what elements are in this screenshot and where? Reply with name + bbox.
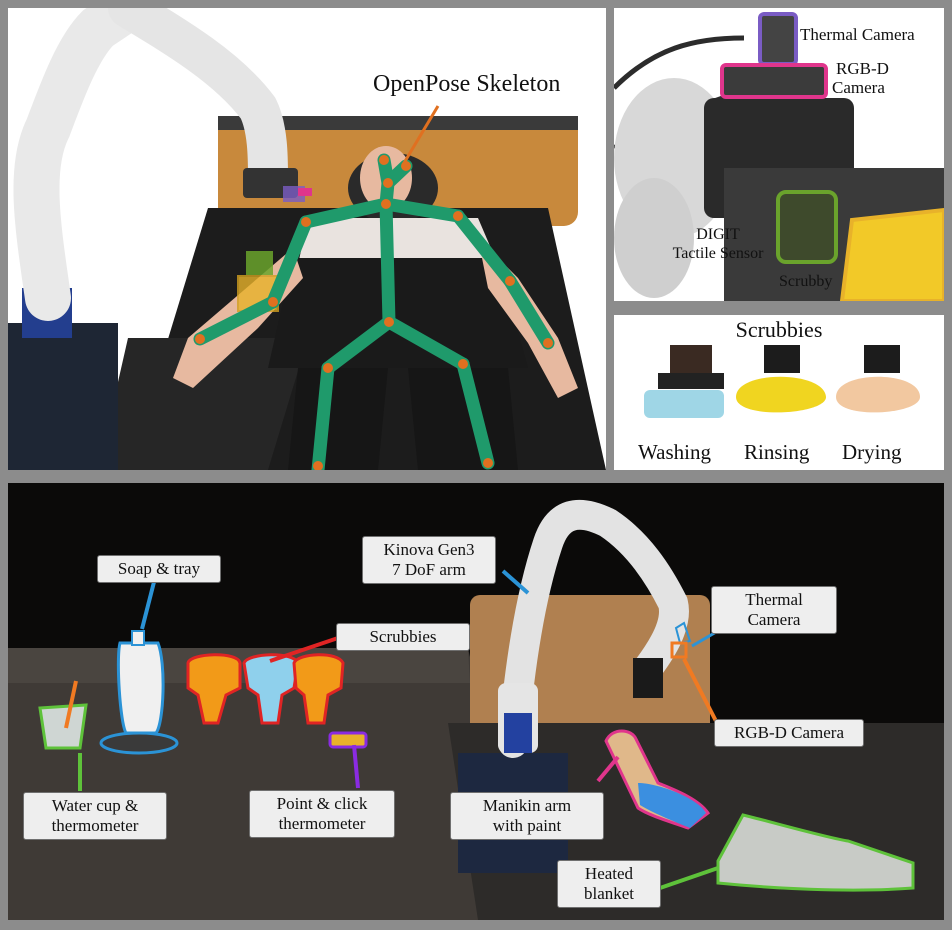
water-cup <box>38 703 88 750</box>
thermal-camera-label: Thermal Camera <box>800 25 915 44</box>
bed-scene-illustration <box>8 8 606 470</box>
kinova-arm-label: Kinova Gen3 7 DoF arm <box>362 536 496 584</box>
drying-scrubby <box>836 376 920 413</box>
digit-marker <box>246 251 273 275</box>
thermal-camera-box <box>758 12 798 66</box>
robot-arm <box>13 8 151 321</box>
digit-sensor-label: DIGIT Tactile Sensor <box>672 226 764 262</box>
scrubbies-illustration <box>644 345 920 418</box>
dark-blanket <box>268 258 528 368</box>
water-cup-label: Water cup & thermometer <box>23 792 167 840</box>
rgbd-camera-label: RGB-D Camera <box>714 719 864 747</box>
robot-base-cabinet <box>8 323 118 470</box>
scrubbies-group <box>186 653 345 725</box>
rgbd-camera-box <box>720 63 828 99</box>
scrubby-drying-label: Drying <box>842 440 902 464</box>
heated-blanket <box>716 813 915 892</box>
scrubby-washing-label: Washing <box>638 440 711 464</box>
scrubby-label: Scrubby <box>779 273 833 290</box>
kinova-arm <box>498 499 689 758</box>
table-scene-panel: Soap & tray Kinova Gen3 7 DoF arm Scrubb… <box>8 483 944 920</box>
openpose-joints <box>195 155 553 470</box>
soap-bottle <box>116 641 165 735</box>
sensor-closeup-panel: Thermal Camera RGB-D Camera DIGIT Tactil… <box>614 8 944 301</box>
washing-scrubby <box>644 390 724 418</box>
scrubby-box <box>839 207 944 301</box>
scrubbies-panel: Scrubbies Washing Rinsing Drying <box>614 315 944 470</box>
scrubbies-label: Scrubbies <box>336 623 470 651</box>
soap-tray-label: Soap & tray <box>97 555 221 583</box>
thermal-camera-label: Thermal Camera <box>711 586 837 634</box>
sensor-closeup-illustration <box>614 12 944 301</box>
manikin-arm-label: Manikin arm with paint <box>450 792 604 840</box>
rgbd-camera-label: RGB-D Camera <box>832 59 889 97</box>
rinsing-scrubby <box>736 376 826 413</box>
heated-blanket-label: Heated blanket <box>557 860 661 908</box>
bed-scene-panel: OpenPose Skeleton <box>8 8 606 470</box>
digit-sensor-box <box>776 190 838 264</box>
openpose-skeleton-label: OpenPose Skeleton <box>373 71 561 97</box>
skeleton-callout-line <box>402 105 440 164</box>
soap-tray <box>99 731 179 755</box>
scrubbies-title: Scrubbies <box>735 317 823 342</box>
table-scene-illustration <box>8 499 944 920</box>
rgbd-marker <box>298 188 312 196</box>
scrubby-rinsing-label: Rinsing <box>744 440 810 464</box>
point-click-label: Point & click thermometer <box>249 790 395 838</box>
point-click-thermometer <box>328 731 368 749</box>
